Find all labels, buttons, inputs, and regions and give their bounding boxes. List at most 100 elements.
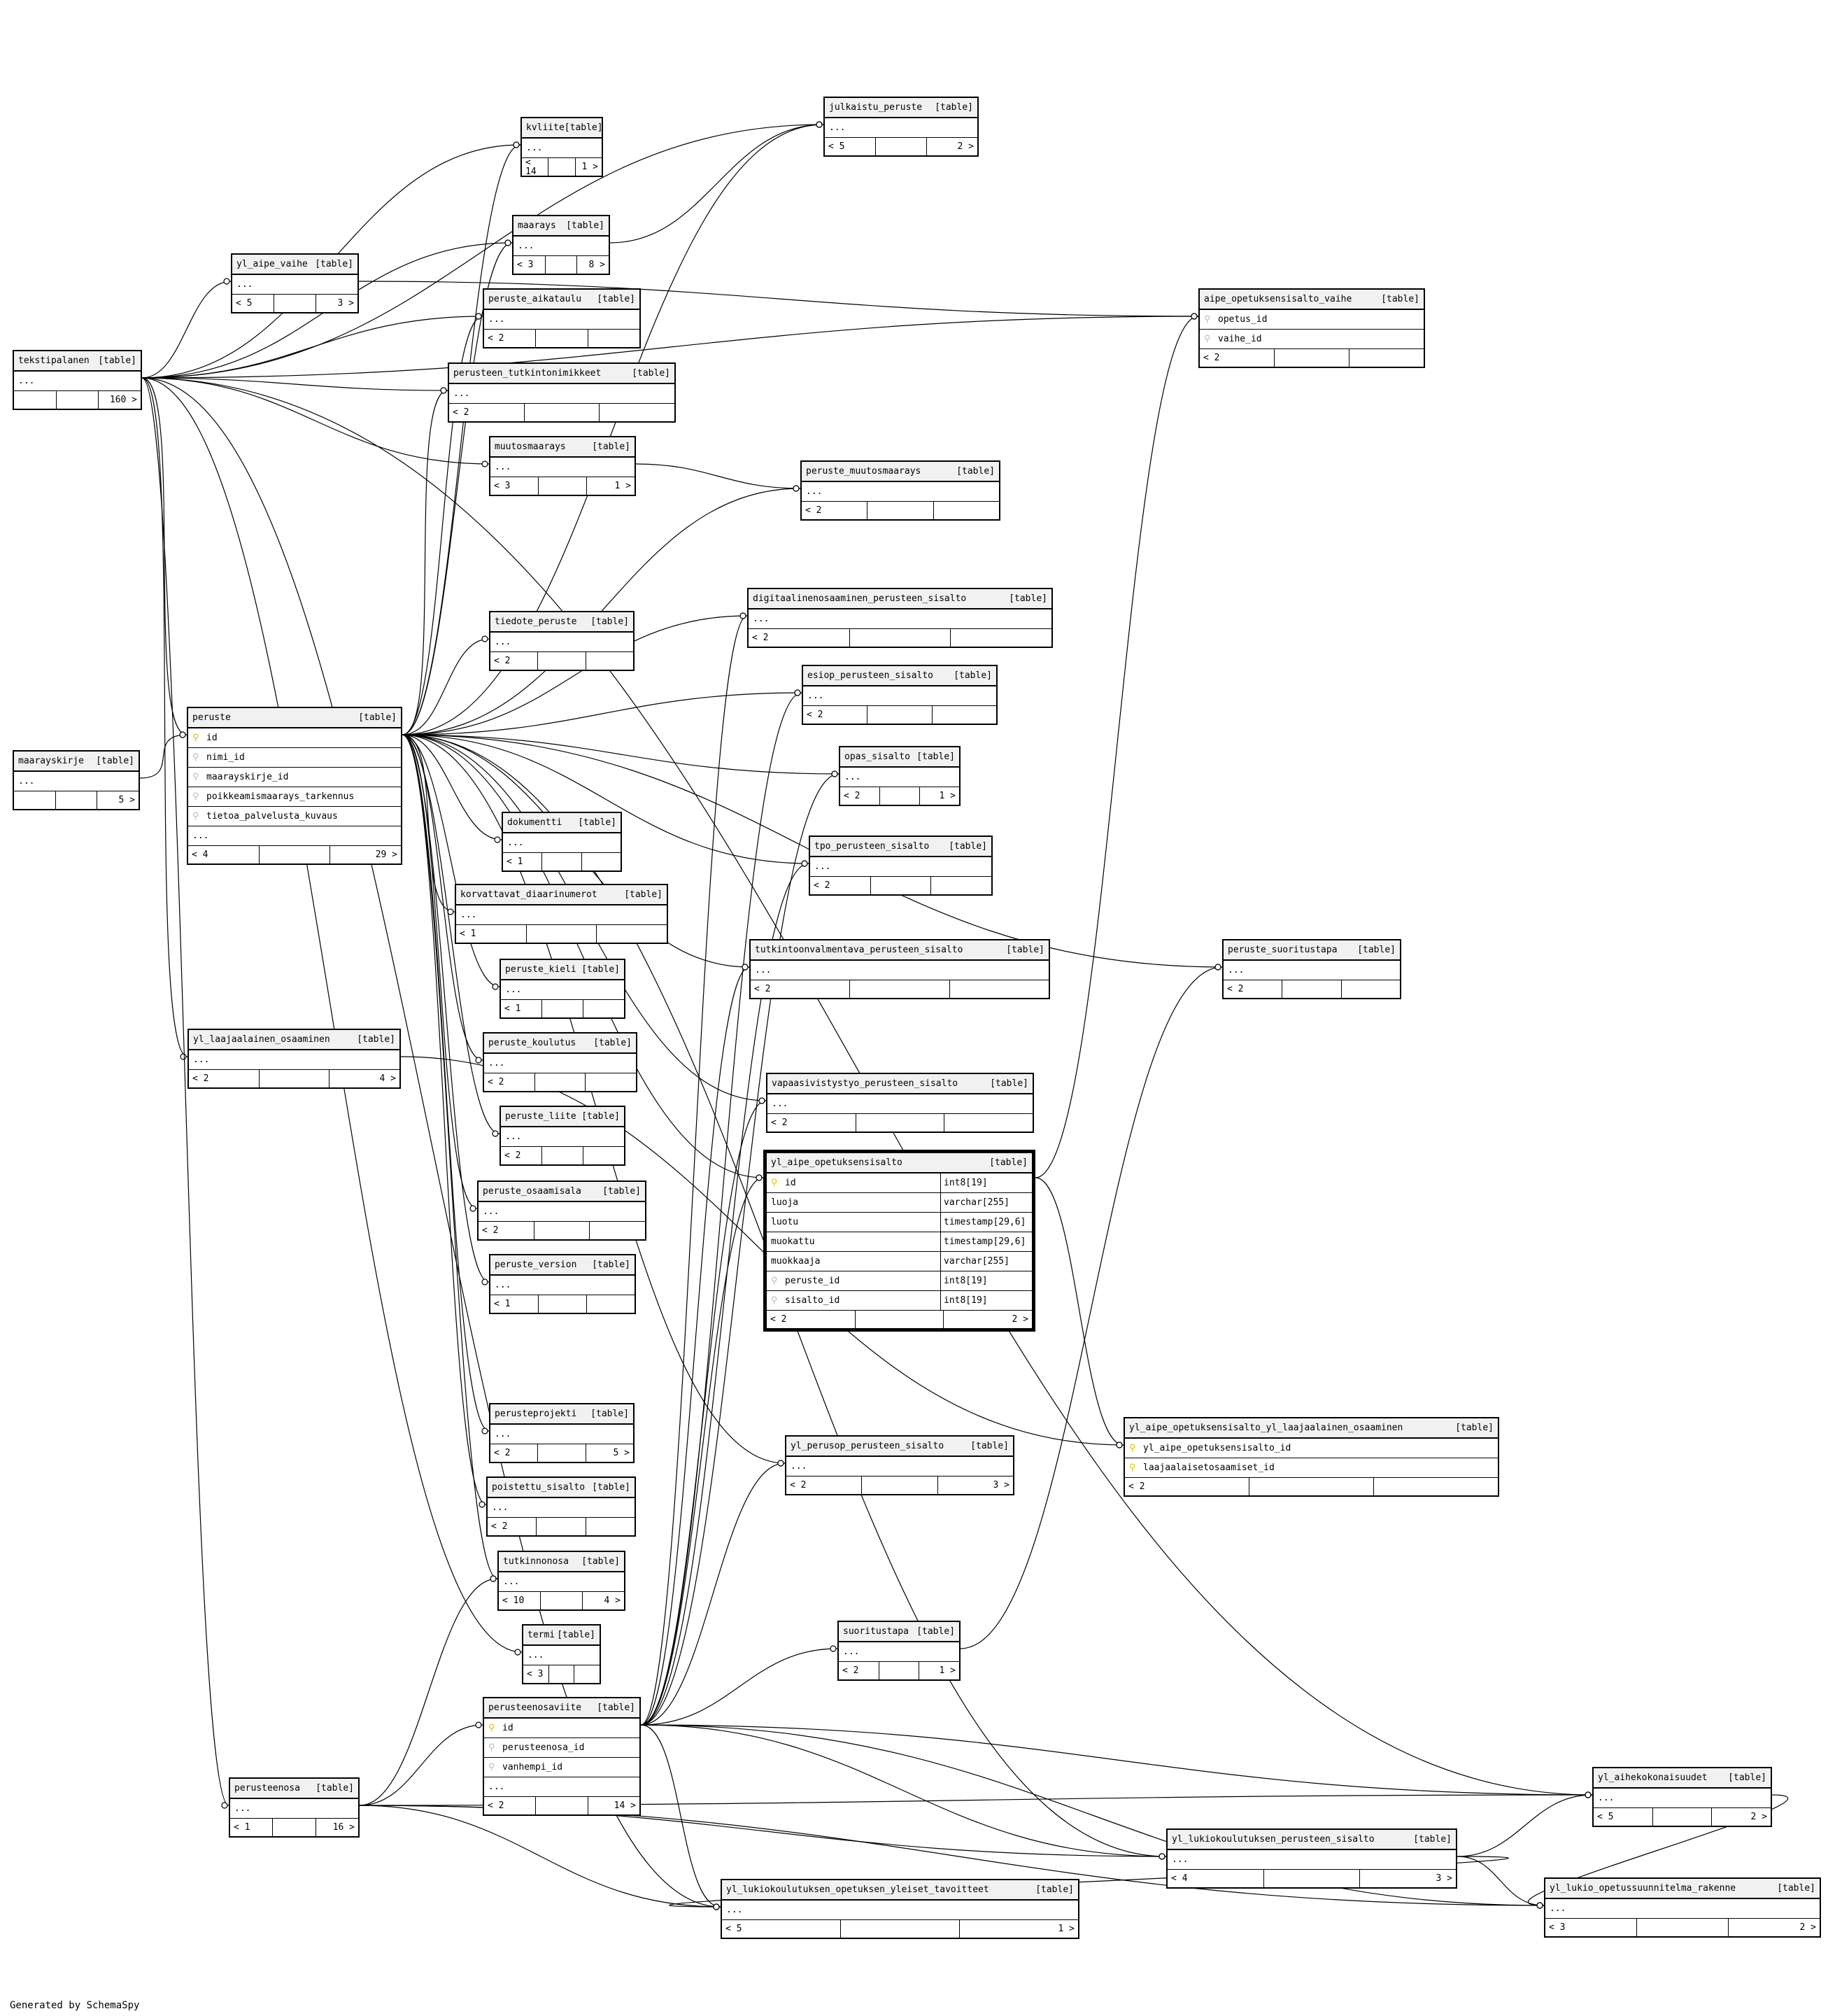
column-row[interactable]: ⚲vanhempi_id [484,1758,639,1777]
column-row[interactable]: ⚲vaihe_id [1200,330,1424,349]
column-row[interactable]: ... [479,1202,645,1222]
column-row[interactable]: ⚲id [484,1719,639,1738]
column-row[interactable]: ⚲tietoa_palvelusta_kuvaus [188,807,401,826]
column-row[interactable]: ... [1168,1850,1456,1870]
column-row[interactable]: ... [722,1901,1078,1920]
column-row[interactable]: ⚲poikkeamismaarays_tarkennus [188,787,401,807]
column-row[interactable]: ... [449,384,674,404]
table-dokumentti[interactable]: dokumentti[table]...< 1 [502,812,622,872]
table-peruste-version[interactable]: peruste_version[table]...< 1 [489,1254,636,1314]
column-row[interactable]: ... [456,905,667,925]
column-row[interactable]: ... [501,1127,624,1147]
column-row[interactable]: ... [232,275,357,295]
column-row[interactable]: ⚲yl_aipe_opetuksensisalto_id [1125,1439,1498,1458]
column-row[interactable]: ... [1224,961,1400,980]
table-tutkintoonvalmentava-perusteen-sisalto[interactable]: tutkintoonvalmentava_perusteen_sisalto[t… [749,939,1050,999]
column-row[interactable]: ... [490,633,633,652]
table-yl-lukiokoulutuksen-opetuksen-yleiset-tavoitteet[interactable]: yl_lukiokoulutuksen_opetuksen_yleiset_ta… [721,1879,1079,1939]
column-row[interactable]: ... [14,372,141,391]
table-peruste-koulutus[interactable]: peruste_koulutus[table]...< 2 [483,1032,637,1092]
column-row[interactable]: ... [484,1054,636,1073]
table-tekstipalanen[interactable]: tekstipalanen[table]...160 > [13,350,142,410]
table-peruste-aikataulu[interactable]: peruste_aikataulu[table]...< 2 [483,288,641,348]
table-aipe-opetuksensisalto-vaihe[interactable]: aipe_opetuksensisalto_vaihe[table]⚲opetu… [1198,288,1425,368]
column-row[interactable]: ... [14,772,139,791]
column-row[interactable]: ... [522,139,602,158]
column-row[interactable]: ... [490,458,635,477]
table-yl-lukiokoulutuksen-perusteen-sisalto[interactable]: yl_lukiokoulutuksen_perusteen_sisalto[ta… [1166,1828,1457,1889]
column-row[interactable]: ... [484,310,639,330]
table-poistettu-sisalto[interactable]: poistettu_sisalto[table]...< 2 [486,1476,636,1537]
table-peruste-osaamisala[interactable]: peruste_osaamisala[table]...< 2 [477,1180,646,1241]
column-row[interactable]: ... [499,1572,624,1592]
table-korvattavat-diaarinumerot[interactable]: korvattavat_diaarinumerot[table]...< 1 [455,884,668,944]
table-vapaasivistystyo-perusteen-sisalto[interactable]: vapaasivistystyo_perusteen_sisalto[table… [766,1073,1034,1133]
column-row[interactable]: ... [501,980,624,1000]
column-row[interactable]: ... [490,1276,635,1295]
column-row[interactable]: ... [488,1498,635,1518]
column-row[interactable]: ... [786,1457,1013,1476]
column-row[interactable]: ... [484,1777,639,1797]
column-row[interactable]: ... [803,686,996,706]
column-row[interactable]: ... [490,1425,633,1444]
column-row[interactable]: ... [1545,1899,1820,1919]
column-row[interactable]: ... [503,833,621,853]
table-perusteen-tutkintonimikkeet[interactable]: perusteen_tutkintonimikkeet[table]...< 2 [448,362,676,423]
column-row[interactable]: ... [230,1799,358,1819]
table-tpo-perusteen-sisalto[interactable]: tpo_perusteen_sisalto[table]...< 2 [809,836,993,896]
column-row[interactable]: ... [802,482,999,502]
column-row[interactable]: ⚲nimi_id [188,748,401,768]
column-row[interactable]: ⚲maarayskirje_id [188,768,401,787]
table-peruste[interactable]: peruste[table]⚲id⚲nimi_id⚲maarayskirje_i… [187,707,402,865]
column-row[interactable]: ... [810,857,991,877]
column-row[interactable]: ... [839,1642,959,1662]
table-peruste-kieli[interactable]: peruste_kieli[table]...< 1 [499,959,625,1019]
table-peruste-liite[interactable]: peruste_liite[table]...< 2 [499,1106,625,1166]
column-row[interactable]: ⚲id [188,728,401,748]
column-row[interactable]: ⚲perusteenosa_id [484,1738,639,1758]
column-row[interactable]: ... [751,961,1049,980]
column-row[interactable]: ⚲opetus_id [1200,310,1424,330]
table-peruste-suoritustapa[interactable]: peruste_suoritustapa[table]...< 2 [1222,939,1401,999]
table-peruste-muutosmaarays[interactable]: peruste_muutosmaarays[table]...< 2 [800,460,1000,521]
table-termi[interactable]: termi[table]...< 3 [522,1624,601,1684]
column-row[interactable]: ... [523,1646,600,1665]
column-row[interactable]: ... [825,118,977,138]
column-row[interactable]: ... [767,1094,1033,1114]
table-yl-lukio-opetussuunnitelma-rakenne[interactable]: yl_lukio_opetussuunnitelma_rakenne[table… [1544,1877,1821,1938]
column-row[interactable]: ⚲laajaalaisetosaamiset_id [1125,1458,1498,1478]
table-tiedote-peruste[interactable]: tiedote_peruste[table]...< 2 [489,611,635,671]
column-row[interactable]: ... [749,609,1051,629]
column-row[interactable]: ... [188,826,401,846]
table-maarayskirje[interactable]: maarayskirje[table]...5 > [13,750,140,810]
table-esiop-perusteen-sisalto[interactable]: esiop_perusteen_sisalto[table]...< 2 [802,665,998,725]
column-row[interactable]: ... [189,1050,399,1070]
table-perusteenosaviite[interactable]: perusteenosaviite[table]⚲id⚲perusteenosa… [483,1697,641,1816]
table-digitaalinenosaaminen-perusteen-sisalto[interactable]: digitaalinenosaaminen_perusteen_sisalto[… [747,588,1053,648]
column-row[interactable]: ... [513,237,609,256]
table-yl-perusop-perusteen-sisalto[interactable]: yl_perusop_perusteen_sisalto[table]...< … [785,1435,1014,1495]
column-row[interactable]: ... [1594,1789,1771,1808]
column-row[interactable]: ... [840,768,959,787]
table-yl-aipe-opetuksensisalto-yl-laajaalainen-osaaminen[interactable]: yl_aipe_opetuksensisalto_yl_laajaalainen… [1124,1417,1499,1497]
